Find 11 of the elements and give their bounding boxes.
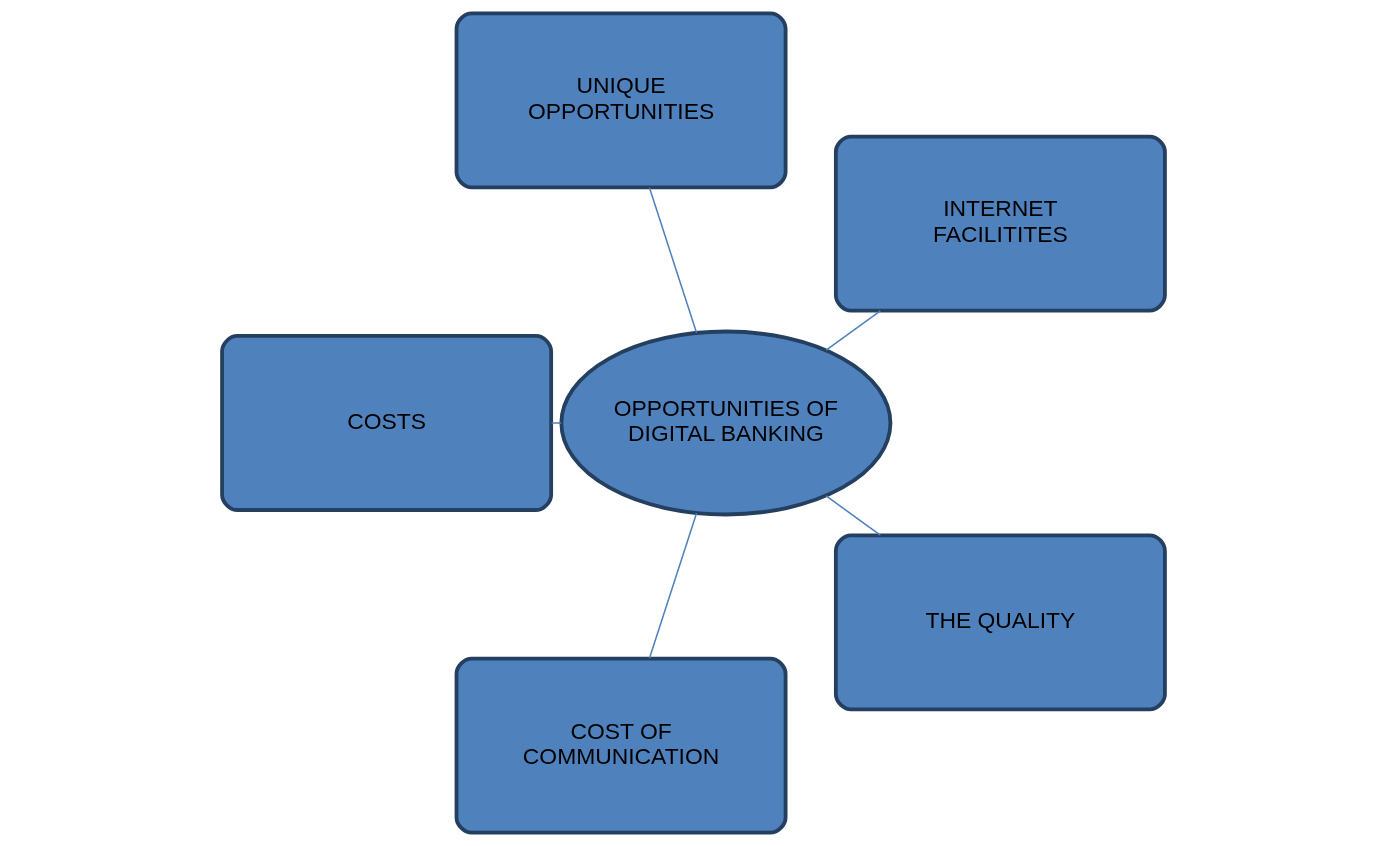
node-box: COSTS xyxy=(219,334,553,512)
node-box: UNIQUE OPPORTUNITIES xyxy=(454,11,787,190)
connector xyxy=(824,495,881,536)
node-box: THE QUALITY xyxy=(833,533,1167,712)
connector xyxy=(824,310,881,351)
node-ellipse: OPPORTUNITIES OF DIGITAL BANKING xyxy=(558,329,892,517)
connector xyxy=(648,512,697,659)
node-box: COST OF COMMUNICATION xyxy=(454,656,787,835)
node-box: INTERNET FACILITITES xyxy=(833,134,1167,313)
connector xyxy=(550,422,562,424)
connector xyxy=(648,187,697,334)
